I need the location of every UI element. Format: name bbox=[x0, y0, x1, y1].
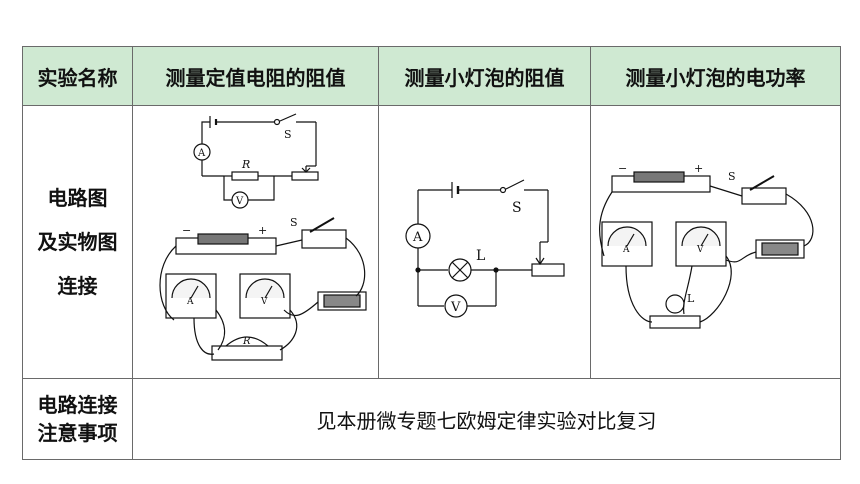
battery-minus-label: − bbox=[182, 224, 191, 237]
header-bulb-power: 测量小灯泡的电功率 bbox=[590, 46, 841, 106]
diagram-row-label: 电路图 及实物图 连接 bbox=[22, 105, 133, 379]
diagram-row: 电路图 及实物图 连接 bbox=[22, 105, 841, 379]
battery-minus-label: − bbox=[618, 162, 627, 175]
experiment-comparison-table: 实验名称 测量定值电阻的阻值 测量小灯泡的阻值 测量小灯泡的电功率 电路图 及实… bbox=[22, 46, 841, 460]
fixed-resistor-apparatus bbox=[158, 217, 367, 361]
voltmeter-label: V bbox=[235, 196, 244, 207]
header-fixed-resistor: 测量定值电阻的阻值 bbox=[132, 46, 379, 106]
lamp-apparatus bbox=[664, 294, 685, 314]
rheostat-symbol bbox=[530, 263, 565, 277]
diagram-row-label-line-1: 电路图 bbox=[47, 186, 108, 210]
ammeter-label: A bbox=[197, 148, 206, 159]
battery-plus-label: + bbox=[694, 162, 703, 175]
voltmeter-apparatus-label: V bbox=[260, 297, 268, 307]
lamp-apparatus-label: L bbox=[687, 292, 695, 305]
fixed-resistor-schematic bbox=[192, 113, 319, 209]
lamp-label: L bbox=[476, 248, 485, 264]
ammeter-apparatus-label: A bbox=[186, 297, 194, 307]
note-text: 见本册微专题七欧姆定律实验对比复习 bbox=[132, 378, 841, 460]
battery-cells bbox=[632, 171, 685, 183]
lamp-base bbox=[648, 315, 701, 329]
voltmeter-label: V bbox=[450, 300, 461, 315]
bulb-resistance-diagram-cell: A V L S bbox=[378, 105, 591, 379]
diagram-row-label-line-2: 及实物图 bbox=[37, 230, 118, 254]
battery-cells bbox=[196, 233, 249, 245]
bulb-power-diagram-cell: − + S L A V bbox=[590, 105, 841, 379]
bulb-resistance-schematic: A V L S bbox=[404, 179, 565, 318]
resistor-apparatus-label: R bbox=[242, 336, 251, 347]
switch-label: S bbox=[284, 128, 292, 141]
resistor-apparatus bbox=[210, 345, 283, 361]
switch-apparatus-label: S bbox=[290, 216, 298, 229]
switch-label: S bbox=[512, 200, 522, 216]
resistor-label: R bbox=[241, 158, 250, 171]
note-row: 电路连接 注意事项 见本册微专题七欧姆定律实验对比复习 bbox=[22, 378, 841, 460]
note-row-label-line-1: 电路连接 bbox=[37, 393, 118, 417]
ammeter-apparatus-label: A bbox=[622, 245, 630, 255]
voltmeter-apparatus-label: V bbox=[696, 245, 704, 255]
ammeter-label: A bbox=[412, 230, 423, 245]
note-row-label-line-2: 注意事项 bbox=[37, 421, 118, 445]
header-row: 实验名称 测量定值电阻的阻值 测量小灯泡的阻值 测量小灯泡的电功率 bbox=[22, 46, 841, 106]
switch-apparatus-label: S bbox=[728, 170, 736, 183]
switch-apparatus bbox=[300, 229, 347, 249]
note-row-label: 电路连接 注意事项 bbox=[22, 378, 133, 460]
bulb-power-apparatus: − + S L A V bbox=[598, 162, 813, 329]
rheostat-symbol bbox=[290, 171, 319, 181]
header-experiment-name: 实验名称 bbox=[22, 46, 133, 106]
switch-apparatus bbox=[740, 187, 787, 205]
fixed-resistor-diagram: A V R S bbox=[158, 113, 367, 361]
battery-plus-label: + bbox=[258, 224, 267, 237]
diagram-row-label-line-3: 连接 bbox=[57, 274, 98, 298]
header-bulb-resistance: 测量小灯泡的阻值 bbox=[378, 46, 591, 106]
resistor-symbol bbox=[230, 171, 259, 181]
fixed-resistor-diagram-cell: A V R S bbox=[132, 105, 379, 379]
